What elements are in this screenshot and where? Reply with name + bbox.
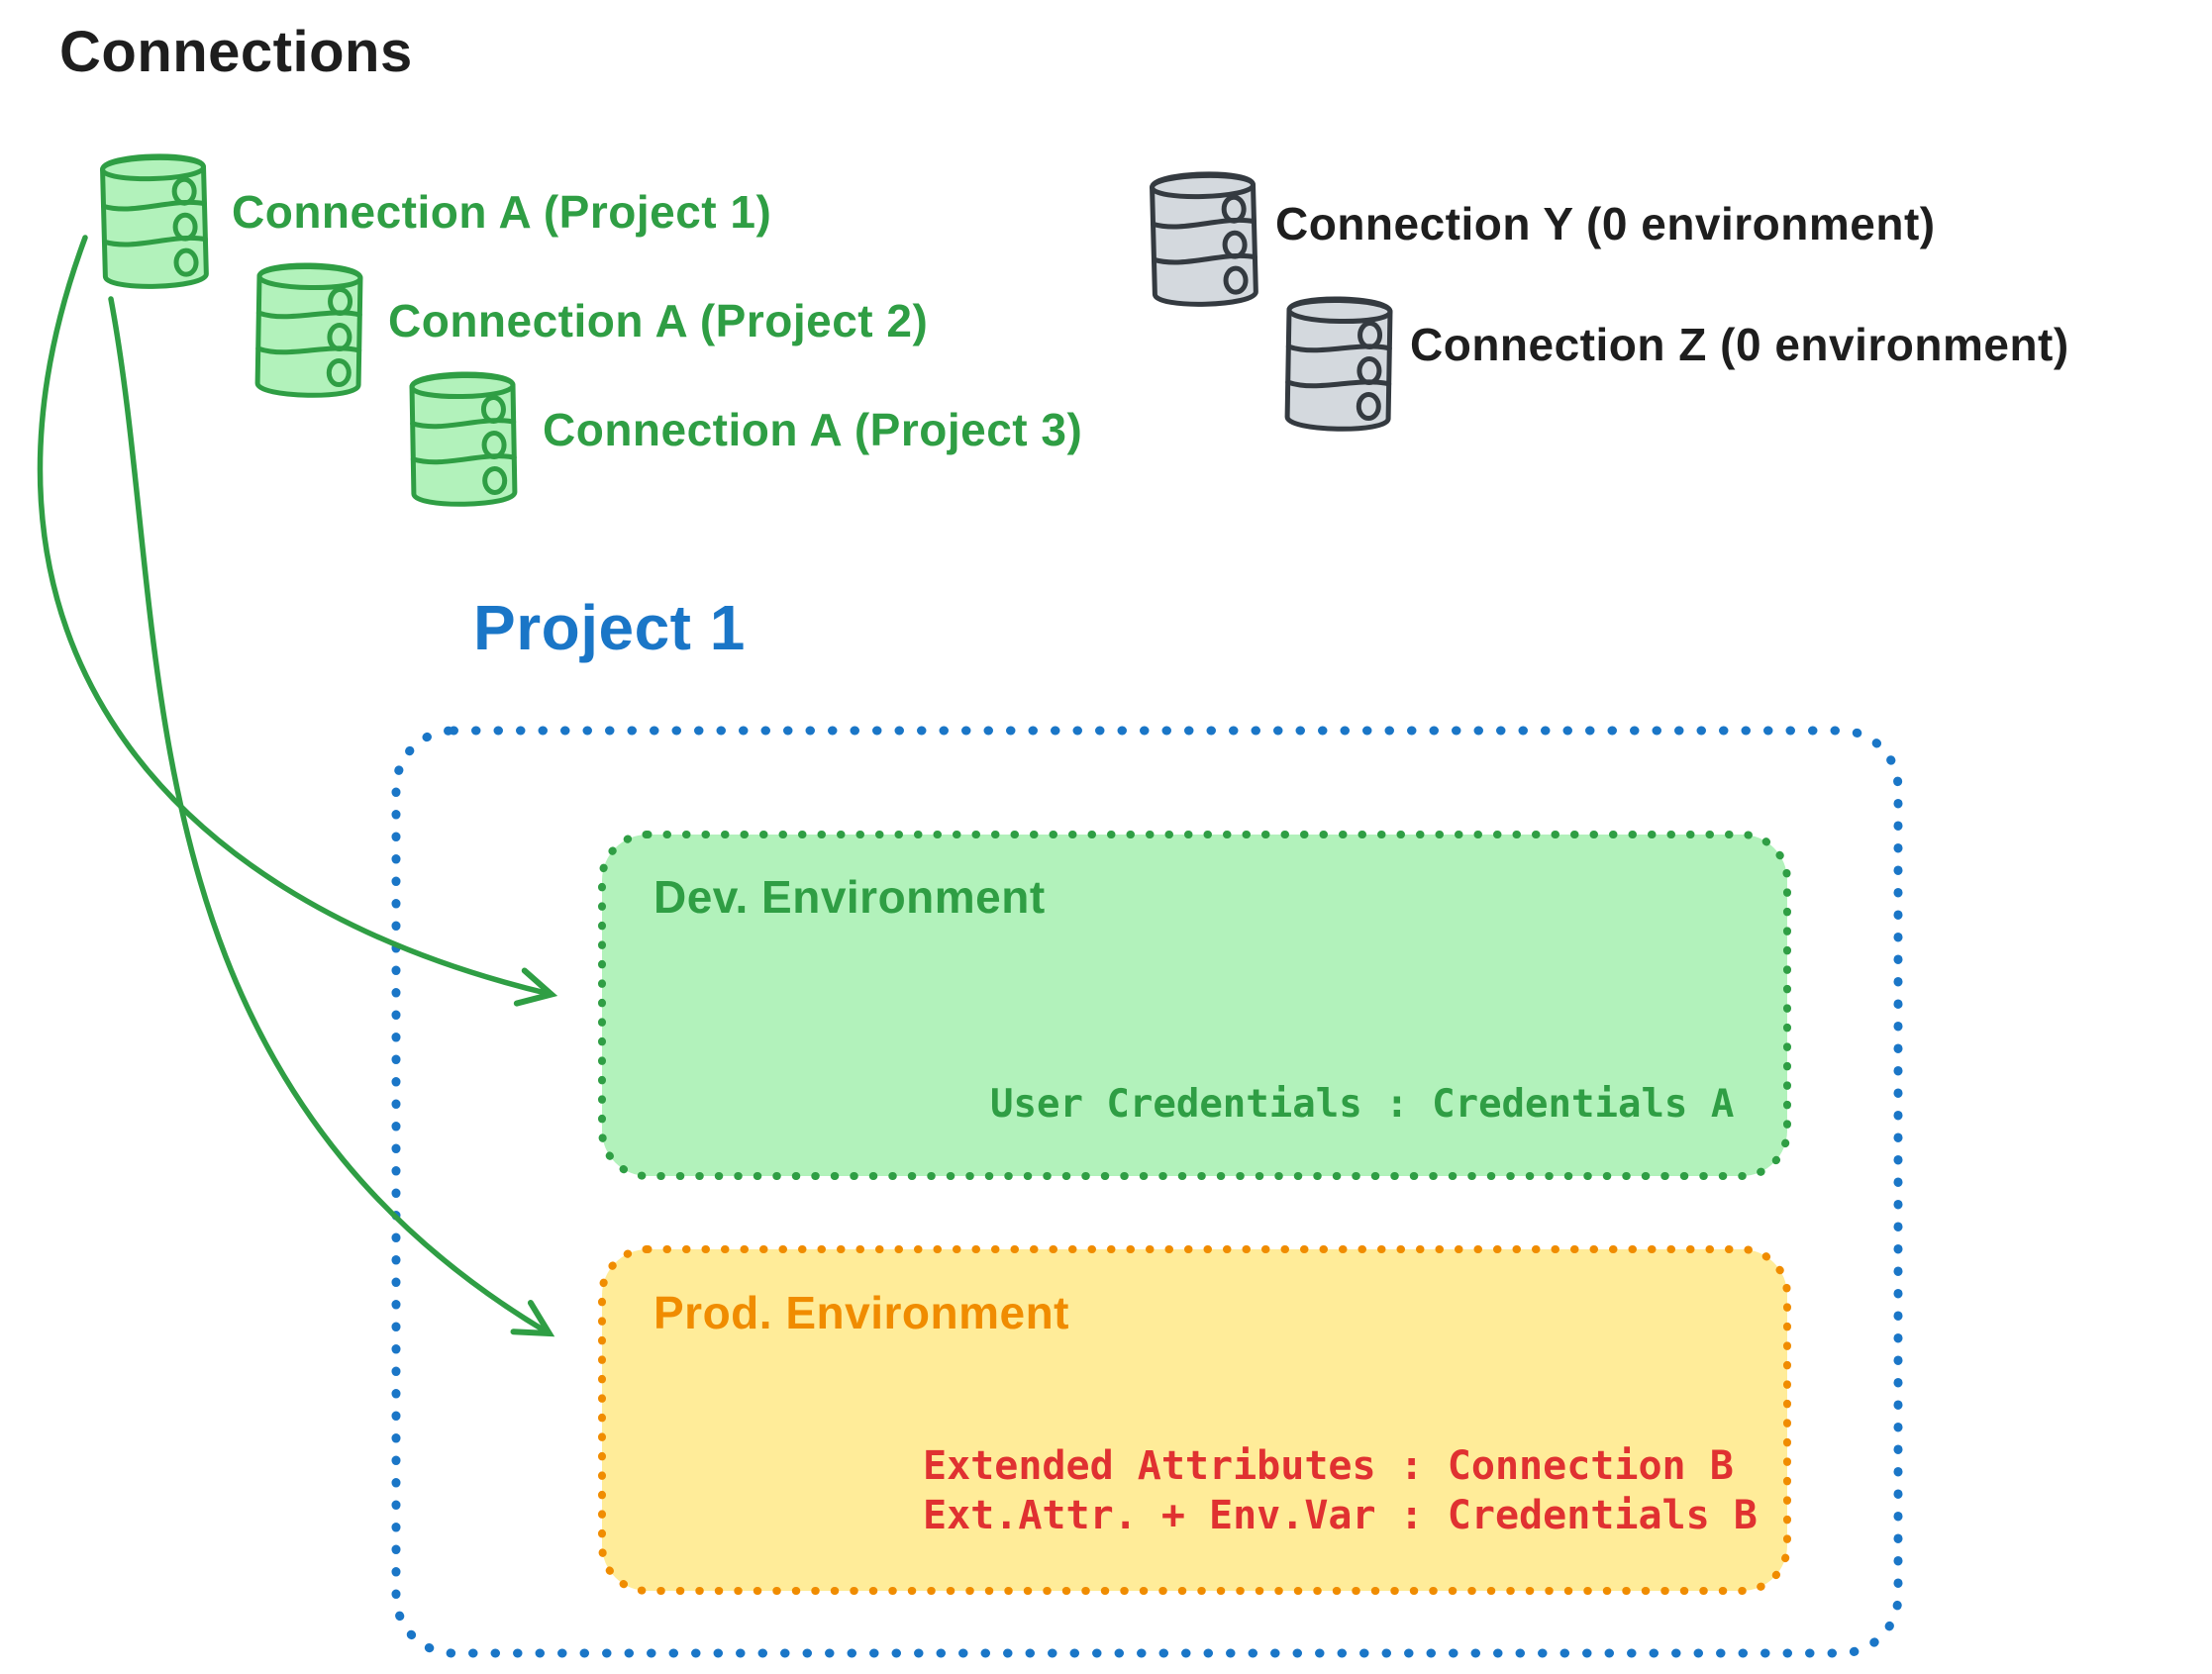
arrow-connection-a-to-prod	[108, 296, 555, 1337]
dev-environment-title: Dev. Environment	[654, 871, 1046, 923]
prod-credentials-mapping: Ext.Attr. + Env.Var : Credentials B	[923, 1493, 1758, 1538]
connection-z-label: Connection Z (0 environment)	[1410, 319, 2069, 370]
connection-a-project-1-label: Connection A (Project 1)	[232, 186, 772, 238]
project-1-title: Project 1	[473, 592, 746, 663]
arrow-connection-a-to-dev	[37, 235, 558, 1007]
diagram-title: Connections	[59, 20, 413, 84]
prod-environment-title: Prod. Environment	[654, 1287, 1069, 1338]
prod-connection-mapping: Extended Attributes : Connection B	[923, 1443, 1734, 1489]
connection-y-label: Connection Y (0 environment)	[1275, 198, 1936, 249]
connection-a-project-2-label: Connection A (Project 2)	[388, 295, 929, 346]
prod-environment-box	[598, 1245, 1791, 1595]
dev-credentials-mapping: User Credentials : Credentials A	[990, 1082, 1735, 1127]
dev-environment-box	[598, 831, 1791, 1180]
project-1-box	[391, 726, 1903, 1658]
connection-a-project-3-label: Connection A (Project 3)	[543, 404, 1083, 455]
